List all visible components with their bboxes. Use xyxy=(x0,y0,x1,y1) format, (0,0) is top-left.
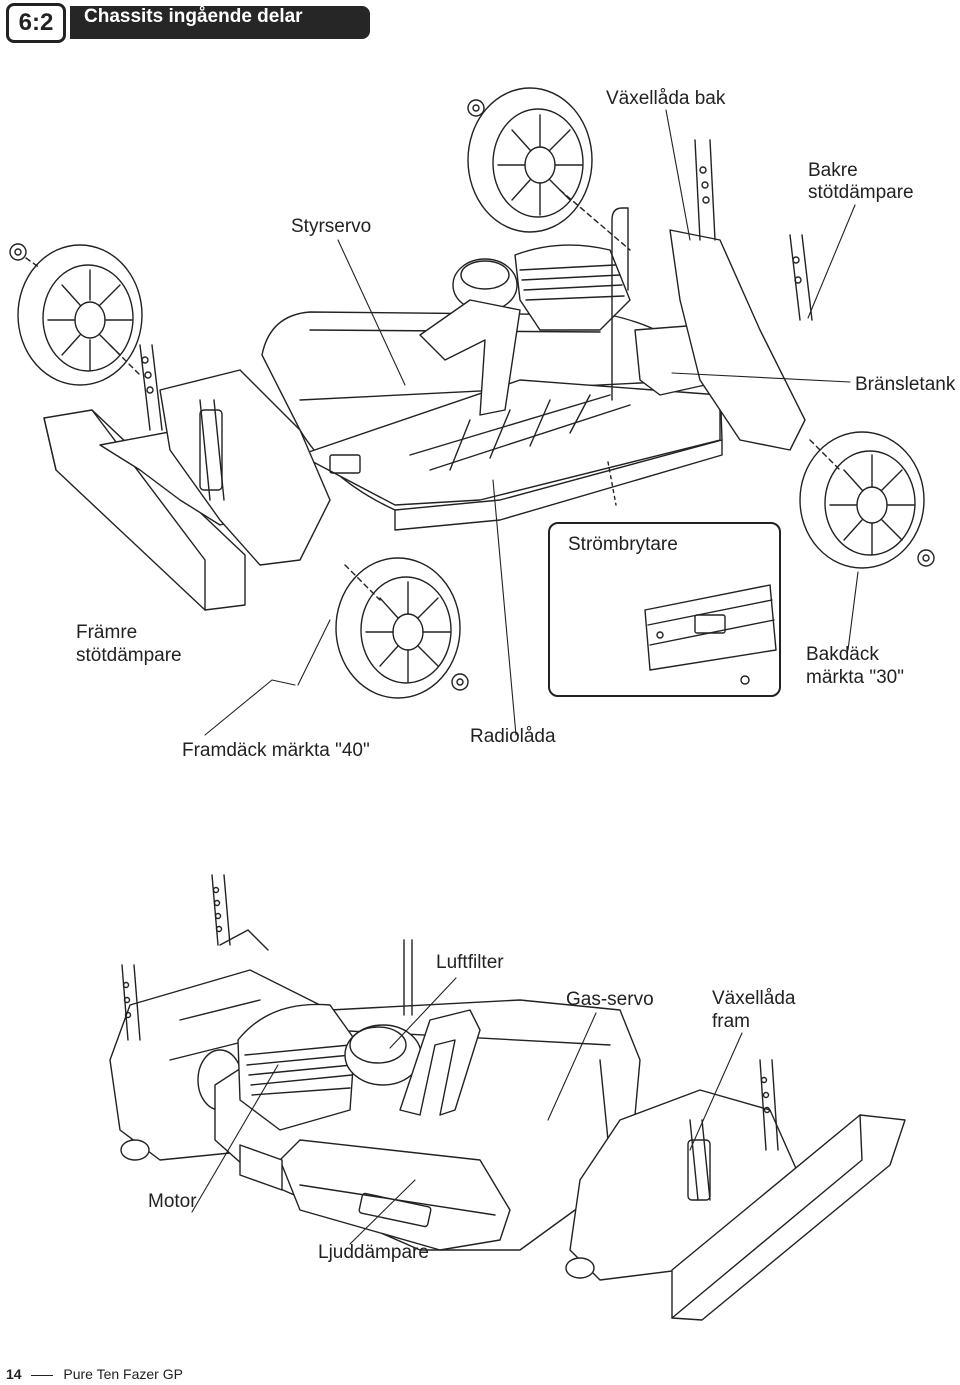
label-bakdack-2: märkta "30" xyxy=(806,667,904,688)
antenna-bottom xyxy=(403,939,413,1016)
air-filter-bottom xyxy=(344,1024,422,1086)
label-framre-stotdampare-2: stötdämpare xyxy=(76,645,182,666)
rear-right-wheel xyxy=(799,431,925,569)
label-gas-servo: Gas-servo xyxy=(566,989,654,1010)
rear-suspension-top xyxy=(669,139,813,451)
label-styrservo: Styrservo xyxy=(291,216,371,237)
page-footer: 14 Pure Ten Fazer GP xyxy=(6,1366,183,1382)
wheel-nut-rr xyxy=(917,549,935,567)
front-left-wheel xyxy=(17,244,143,386)
footer-rule xyxy=(31,1374,54,1376)
steering-frame-bottom xyxy=(399,1009,481,1116)
label-luftfilter: Luftfilter xyxy=(436,952,504,973)
page-title: Chassits ingående delar xyxy=(84,6,303,27)
leader-axle-rr xyxy=(809,439,841,471)
label-framre-stotdampare-1: Främre xyxy=(76,622,137,643)
label-vaxellada-fram-1: Växellåda xyxy=(712,988,796,1009)
page-number: 14 xyxy=(6,1366,22,1382)
label-strombrytare: Strömbrytare xyxy=(568,534,678,555)
header-bar: Chassits ingående delar xyxy=(70,6,370,39)
inset-detail xyxy=(644,584,777,685)
muffler-bottom xyxy=(239,1139,511,1251)
page-header: 6:2 Chassits ingående delar xyxy=(6,3,370,43)
label-framdack: Framdäck märkta "40" xyxy=(182,740,370,761)
radio-box-top xyxy=(299,379,721,506)
front-suspension-top xyxy=(139,344,331,566)
labels: Växellåda bak Bakre stötdämpare Styrserv… xyxy=(76,88,956,1263)
callout-lines-top xyxy=(204,109,859,736)
label-bakdack-1: Bakdäck xyxy=(806,644,879,665)
product-name: Pure Ten Fazer GP xyxy=(63,1366,183,1382)
callout-lines-bottom xyxy=(191,977,743,1245)
section-number: 6:2 xyxy=(6,3,66,43)
steering-frame-top xyxy=(419,299,521,416)
label-motor: Motor xyxy=(148,1191,197,1212)
wheel-nut-fl xyxy=(9,243,27,261)
label-bransletank: Bränsletank xyxy=(855,374,956,395)
leader-axle-fr xyxy=(344,564,381,601)
label-vaxellada-fram-2: fram xyxy=(712,1011,750,1032)
wheel-nut-rl xyxy=(467,99,485,117)
switch-inset-frame xyxy=(548,522,781,697)
label-vaxellada-bak: Växellåda bak xyxy=(606,88,726,109)
leader-axle-fl xyxy=(109,344,141,376)
front-right-wheel xyxy=(335,557,461,699)
air-filter-top xyxy=(452,258,518,312)
antenna-top xyxy=(611,207,629,401)
label-radiolada: Radiolåda xyxy=(470,726,556,747)
leader-axle-rl xyxy=(559,189,631,251)
wheel-nut-fr xyxy=(451,673,469,691)
leader-nut-fl xyxy=(25,257,41,269)
engine-top xyxy=(514,244,631,331)
label-bakre-stotdampare-2: stötdämpare xyxy=(808,182,914,203)
rear-left-wheel xyxy=(467,87,593,233)
label-bakre-stotdampare-1: Bakre xyxy=(808,160,858,181)
front-bumper-bottom xyxy=(671,1114,906,1321)
engine-bottom xyxy=(237,1003,356,1131)
leader-switch xyxy=(607,461,617,506)
label-ljuddampare: Ljuddämpare xyxy=(318,1242,429,1263)
